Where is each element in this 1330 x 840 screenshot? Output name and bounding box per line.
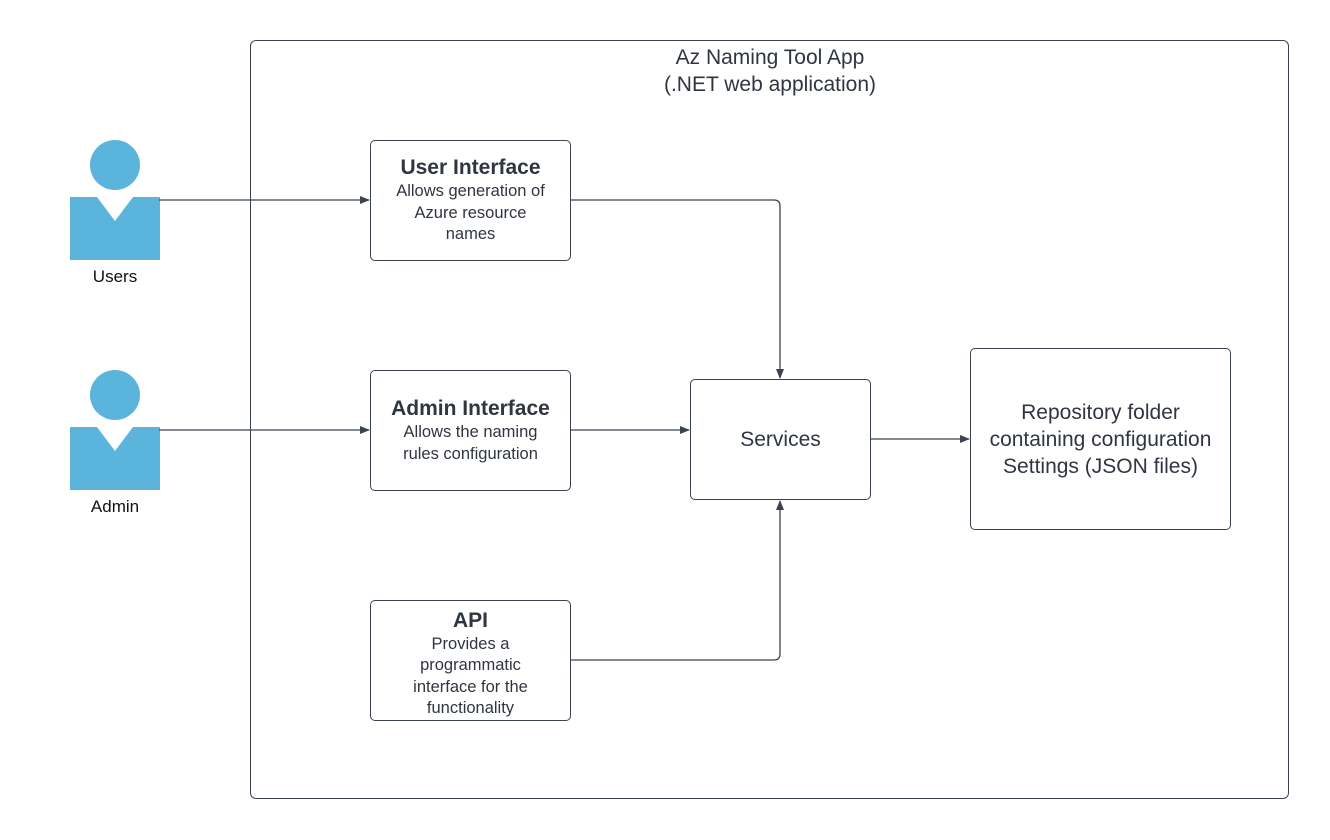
app-title: Az Naming Tool App [675, 46, 865, 69]
repository-label-line: containing configuration [989, 427, 1212, 451]
person-icon-head [90, 370, 140, 420]
admin-label: Admin [90, 497, 140, 516]
person-icon-body [70, 197, 160, 260]
user-interface-box: User Interface Allows generation of Azur… [370, 140, 571, 261]
services-box: Services [690, 379, 871, 500]
admin-interface-desc-line: rules configuration [403, 444, 538, 463]
person-icon-head [90, 140, 140, 190]
user-interface-desc-line: names [445, 225, 496, 244]
api-desc-line: programmatic [420, 656, 521, 674]
admin-interface-title: Admin Interface [391, 397, 550, 420]
admin-interface-desc-line: Allows the naming [403, 423, 538, 441]
repository-label-line: Repository folder [1021, 400, 1180, 424]
person-icon-body [70, 427, 160, 490]
user-interface-desc-line: Azure resource [414, 203, 527, 222]
users-label: Users [92, 267, 138, 286]
app-boundary [250, 40, 1289, 799]
services-label: Services [740, 427, 821, 451]
user-interface-title: User Interface [400, 156, 541, 180]
admin-interface-box: Admin Interface Allows the naming rules … [370, 370, 571, 491]
api-title: API [452, 608, 488, 632]
api-desc-line: interface for the [413, 677, 528, 696]
api-desc-line: functionality [426, 699, 515, 717]
repository-box: Repository folder containing configurati… [970, 348, 1231, 530]
api-box: API Provides a programmatic interface fo… [370, 600, 571, 721]
app-boundary-title: Az Naming Tool App (.NET web application… [0, 44, 1290, 98]
user-interface-desc-line: Allows generation of [396, 182, 545, 201]
api-desc-line: Provides a [431, 634, 510, 653]
app-subtitle: (.NET web application) [663, 73, 877, 96]
repository-label-line: Settings (JSON files) [1003, 454, 1198, 478]
